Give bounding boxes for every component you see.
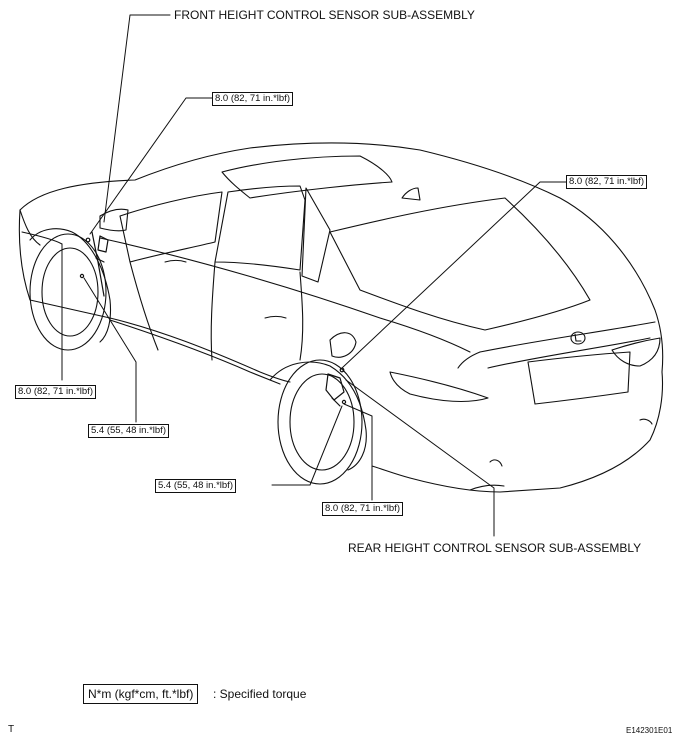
rear-wheel <box>269 359 367 485</box>
rear-sensor-label: REAR HEIGHT CONTROL SENSOR SUB-ASSEMBLY <box>348 541 642 555</box>
torque-rear-lower-left: 5.4 (55, 48 in.*lbf) <box>155 479 236 493</box>
torque-front-upper: 8.0 (82, 71 in.*lbf) <box>212 92 293 106</box>
front-sensor-label: FRONT HEIGHT CONTROL SENSOR SUB-ASSEMBLY <box>174 8 475 22</box>
rear-sensor-part <box>325 367 347 407</box>
torque-front-lower-left: 8.0 (82, 71 in.*lbf) <box>15 385 96 399</box>
torque-rear-lower-right: 8.0 (82, 71 in.*lbf) <box>322 502 403 516</box>
torque-legend-description: : Specified torque <box>213 687 307 701</box>
leader-lines <box>61 14 567 537</box>
figure-id: E142301E01 <box>626 726 673 735</box>
torque-front-lower-right: 5.4 (55, 48 in.*lbf) <box>88 424 169 438</box>
car-body <box>18 142 664 493</box>
front-sensor-part <box>79 231 109 297</box>
torque-unit-legend: N*m (kgf*cm, ft.*lbf) <box>83 684 199 704</box>
torque-rear-upper: 8.0 (82, 71 in.*lbf) <box>566 175 647 189</box>
footer-mark: T <box>8 724 15 735</box>
